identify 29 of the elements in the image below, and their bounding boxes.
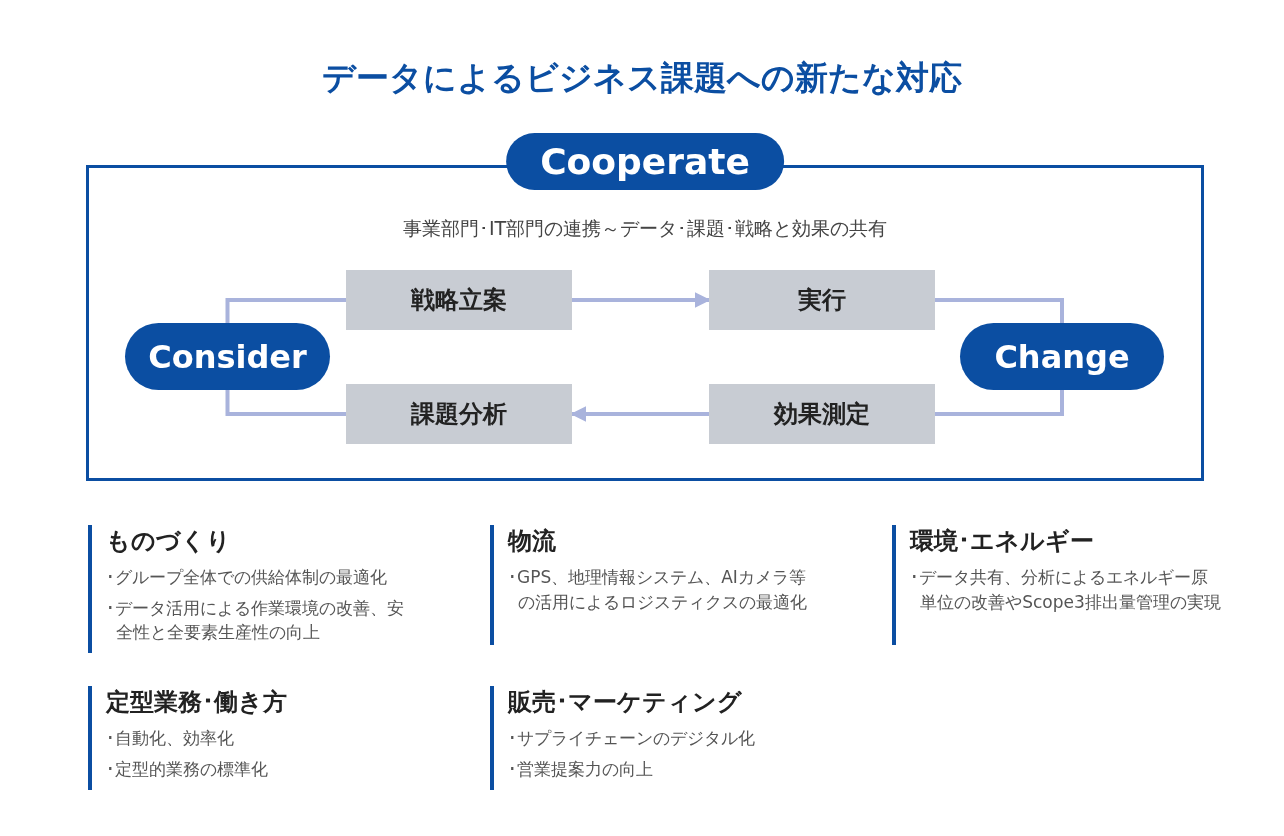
bullet-text: ･グループ全体での供給体制の最適化 bbox=[106, 566, 388, 589]
bullet-text: ･サプライチェーンのデジタル化 bbox=[508, 727, 756, 750]
section-heading: 物流 bbox=[508, 526, 557, 557]
heading-pill: Cooperate bbox=[506, 133, 784, 190]
bullet-text: ･自動化、効率化 bbox=[106, 727, 235, 750]
arrow bbox=[572, 292, 711, 308]
bullet-text: ･GPS、地理情報システム、AIカメラ等の活用によるロジスティクスの最適化 bbox=[508, 566, 809, 614]
connector-line bbox=[935, 390, 1064, 416]
section-panel bbox=[892, 525, 1222, 645]
stage-pill: Consider bbox=[125, 323, 330, 390]
arrow bbox=[570, 406, 709, 422]
section-heading: 販売･マーケティング bbox=[508, 687, 743, 718]
bullet-text: ･データ活用による作業環境の改善、安全性と全要素生産性の向上 bbox=[106, 596, 405, 645]
process-box: 課題分析 bbox=[346, 384, 572, 444]
bullet-text: ･営業提案力の向上 bbox=[508, 757, 654, 781]
subtitle-text: 事業部門･IT部門の連携～データ･課題･戦略と効果の共有 bbox=[401, 216, 889, 241]
process-box: 効果測定 bbox=[709, 384, 935, 444]
process-box: 戦略立案 bbox=[346, 270, 572, 330]
bullet-text: ･データ共有、分析によるエネルギー原単位の改善やScope3排出量管理の実現 bbox=[910, 566, 1222, 614]
stage-pill: Change bbox=[960, 323, 1164, 390]
connector-line bbox=[225, 390, 346, 416]
section-heading: ものづくり bbox=[106, 526, 232, 557]
process-box: 実行 bbox=[709, 270, 935, 330]
section-heading: 環境･エネルギー bbox=[910, 526, 1095, 557]
connector-line bbox=[225, 298, 346, 323]
section-heading: 定型業務･働き方 bbox=[106, 687, 288, 718]
bullet-text: ･定型的業務の標準化 bbox=[106, 757, 269, 781]
diagram-title: データによるビジネス課題への新たな対応 bbox=[321, 57, 963, 99]
connector-line bbox=[935, 298, 1064, 323]
